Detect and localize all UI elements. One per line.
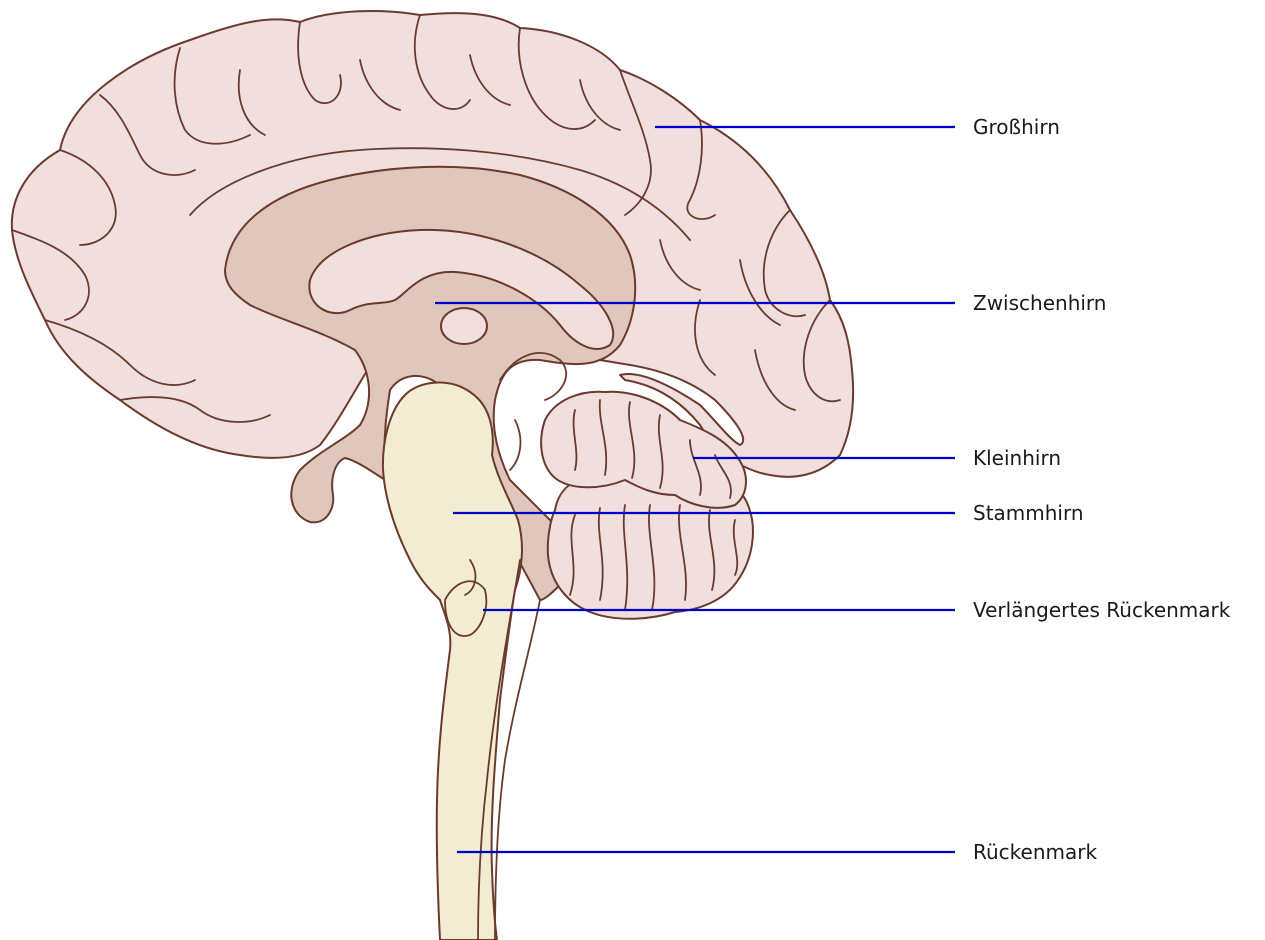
brainstem (383, 383, 540, 940)
label-text-zwischenhirn: Zwischenhirn (973, 291, 1106, 315)
label-rueckenmark: Rückenmark (457, 840, 1097, 864)
label-text-grosshirn: Großhirn (973, 115, 1060, 139)
label-text-verlaengertes-rueckenmark: Verlängertes Rückenmark (973, 598, 1231, 622)
cerebellum (541, 392, 753, 619)
label-text-kleinhirn: Kleinhirn (973, 446, 1061, 470)
label-text-stammhirn: Stammhirn (973, 501, 1084, 525)
label-text-rueckenmark: Rückenmark (973, 840, 1097, 864)
